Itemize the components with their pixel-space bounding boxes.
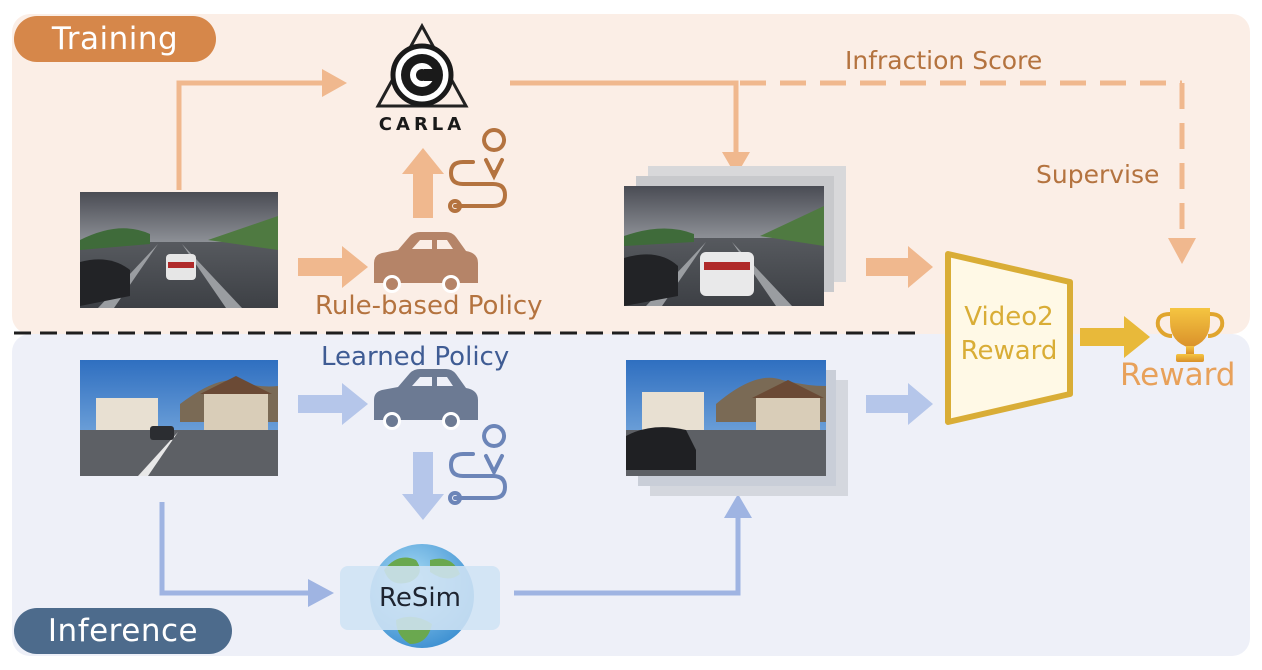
training-panel — [12, 14, 1250, 334]
supervise-label: Supervise — [1036, 160, 1160, 189]
inference-badge: Inference — [14, 608, 232, 654]
arrow-image-to-resim — [159, 502, 308, 596]
route-pin-icon-inference — [448, 424, 508, 505]
arrow-resim-to-video — [514, 518, 741, 596]
block-arrow-infer-to-reward — [866, 383, 933, 425]
video2reward-line1: Video2 — [964, 302, 1054, 332]
infraction-score-label: Infraction Score — [845, 46, 1043, 75]
resim-box — [340, 566, 500, 630]
video2reward-line2: Reward — [960, 336, 1058, 366]
resim-label: ReSim — [379, 583, 461, 613]
learned-policy-label: Learned Policy — [321, 342, 510, 372]
training-badge: Training — [14, 16, 216, 62]
reward-label: Reward — [1120, 357, 1236, 393]
dashed-infraction-line — [740, 80, 1185, 238]
video2reward-block — [945, 251, 1073, 425]
arrow-image-to-carla — [176, 80, 322, 190]
training-video-stack — [624, 166, 846, 306]
training-input-image — [80, 192, 278, 308]
inference-input-image — [80, 360, 278, 476]
route-pin-icon-training — [448, 128, 508, 213]
inference-panel — [12, 334, 1250, 656]
learned-car-icon — [374, 369, 478, 430]
block-arrow-train-to-reward — [866, 246, 933, 288]
arrow-carla-to-video — [510, 80, 739, 152]
trophy-icon — [1155, 308, 1225, 362]
block-arrow-up-to-carla — [402, 148, 444, 218]
rule-based-policy-label: Rule-based Policy — [315, 291, 543, 321]
carla-logo-icon — [375, 22, 469, 108]
carla-logo-text: CARLA — [378, 114, 466, 135]
block-arrow-to-rule-car — [298, 246, 368, 288]
block-arrow-to-learned-car — [298, 383, 368, 425]
inference-video-stack — [626, 360, 848, 496]
rule-based-car-icon — [374, 232, 478, 293]
block-arrow-down-from-learned-car — [402, 452, 444, 520]
block-arrow-to-reward — [1080, 316, 1150, 358]
